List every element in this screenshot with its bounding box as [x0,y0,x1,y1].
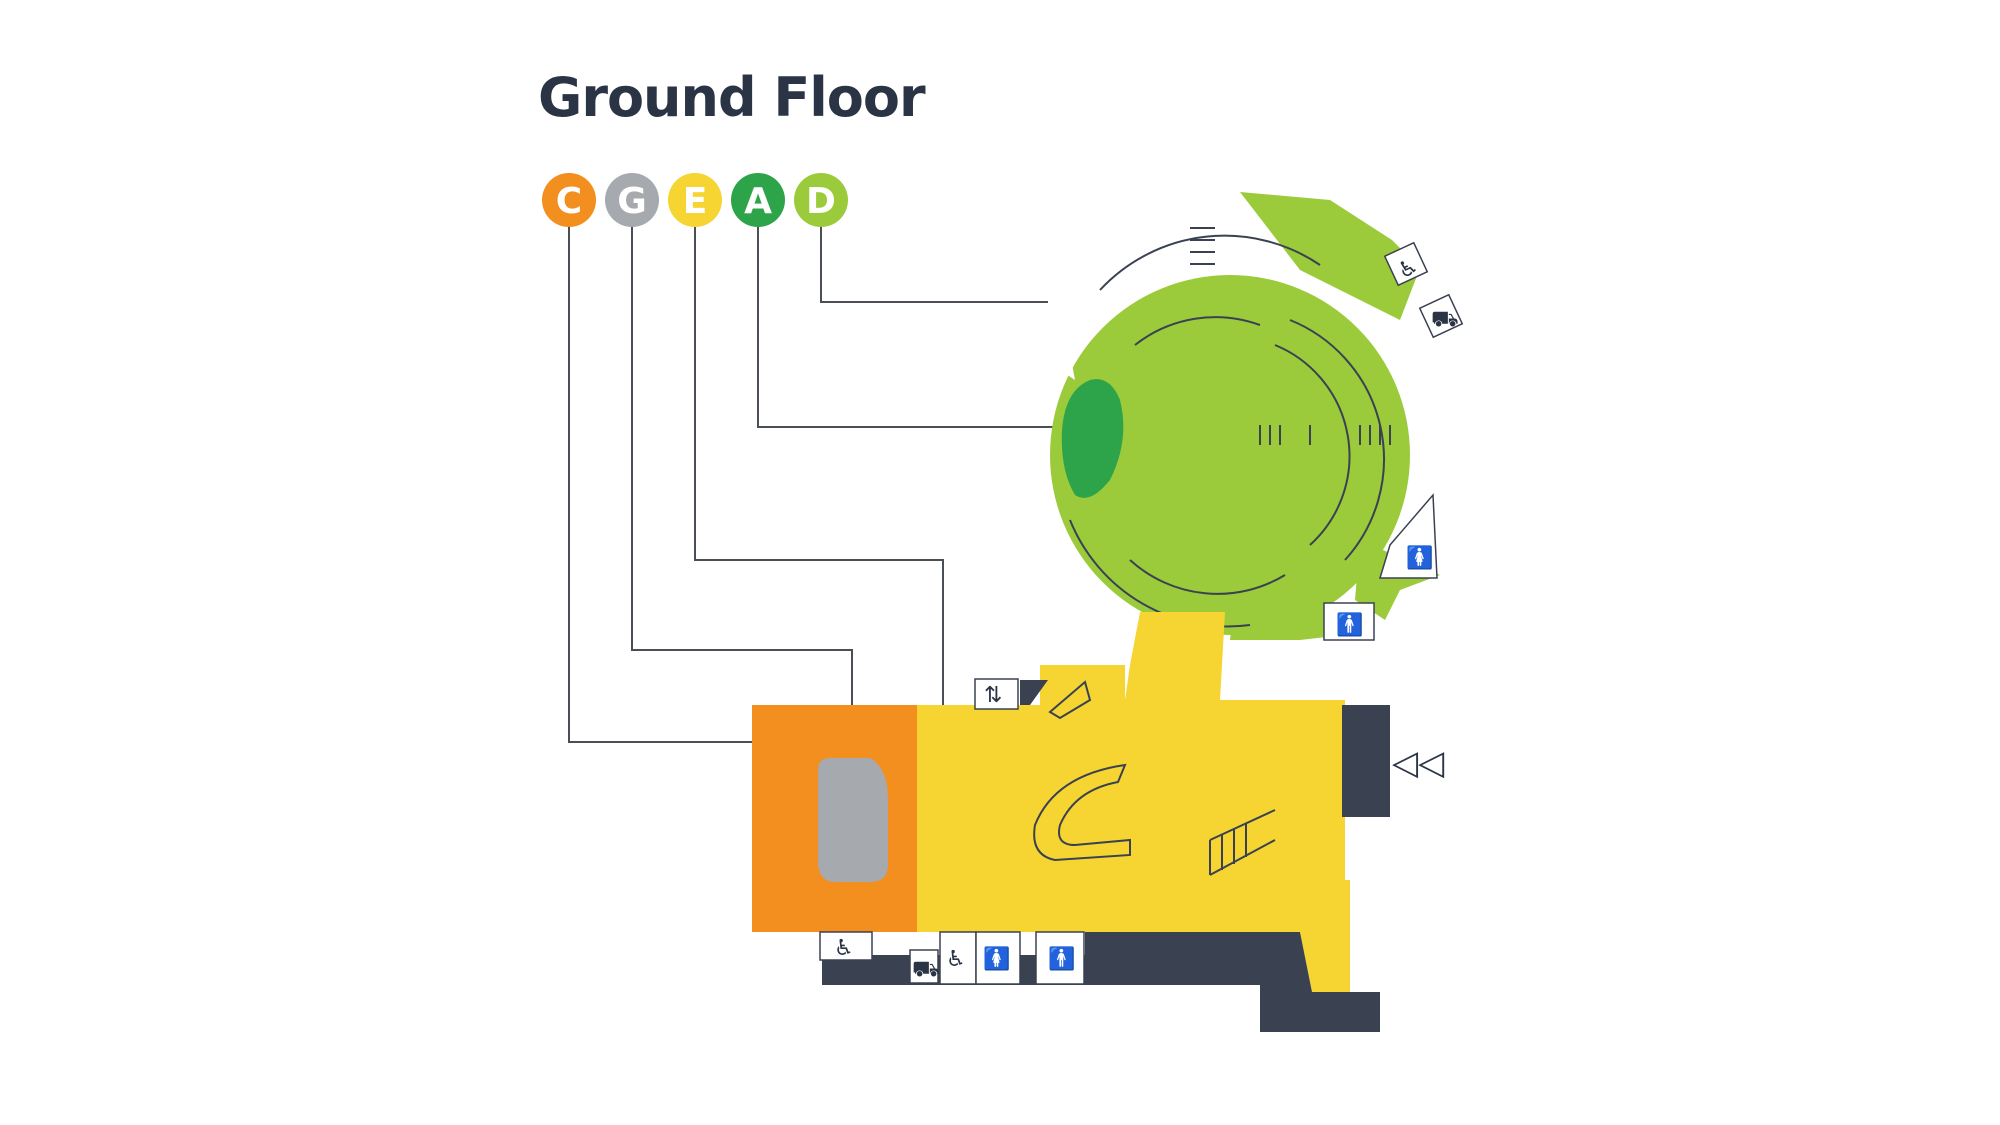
zone-letter-e: E [683,181,708,222]
leader-line-e [694,226,944,705]
female-toilet-icon: 🚺 [983,946,1010,972]
zone-letter-d: D [806,181,836,222]
zone-letter-g: G [617,181,647,222]
zone-d-floor [1050,275,1410,635]
entrance-arrows-icon: ◁◁ [1392,743,1445,783]
zone-d-lower-wing [1355,540,1440,620]
female-toilet-icon: 🚺 [1406,545,1433,571]
zone-marker-c [542,173,596,227]
zone-e-link [1125,612,1225,700]
male-toilet-icon: 🚹 [1048,946,1075,972]
zone-e-c-feature [1033,763,1131,862]
zone-letter-a: A [744,181,772,222]
zone-marker-g [605,173,659,227]
zone-marker-a [731,173,785,227]
wheelchair-icon: ♿ [946,947,966,972]
zone-d-notch [1020,300,1075,380]
zone-a-area [1061,379,1124,498]
zone-e-stairs [1209,809,1276,876]
facility-icons [819,241,1464,985]
zone-marker-d [794,173,848,227]
zone-e-floor [917,665,1350,992]
floor-title: Ground Floor [538,66,926,129]
leader-line-d [820,226,1048,303]
baby-change-icon: ⛟ [912,957,940,982]
leader-lines [568,226,1065,875]
zone-d-annex [1240,192,1420,320]
baby-change-icon: ⛟ [1431,307,1459,332]
lift-icon: ⇅ [984,683,1002,708]
wheelchair-icon: ♿ [834,936,854,961]
rotunda-stairs [1190,227,1391,445]
zone-marker-e [668,173,722,227]
zone-g-area [818,758,888,882]
leader-line-c [568,226,752,743]
zone-e-building [917,612,1350,992]
male-toilet-icon: 🚹 [1336,612,1363,638]
facility-glyphs: ♿ ⛟ 🚺 🚹 ⇅ ♿ ⛟ ♿ 🚺 🚹 ◁◁ [834,254,1459,982]
zone-d-rotunda [1020,192,1440,640]
leader-line-a [757,226,1065,428]
zone-e-ramp [1048,680,1092,720]
zone-letter-c: C [556,181,582,222]
